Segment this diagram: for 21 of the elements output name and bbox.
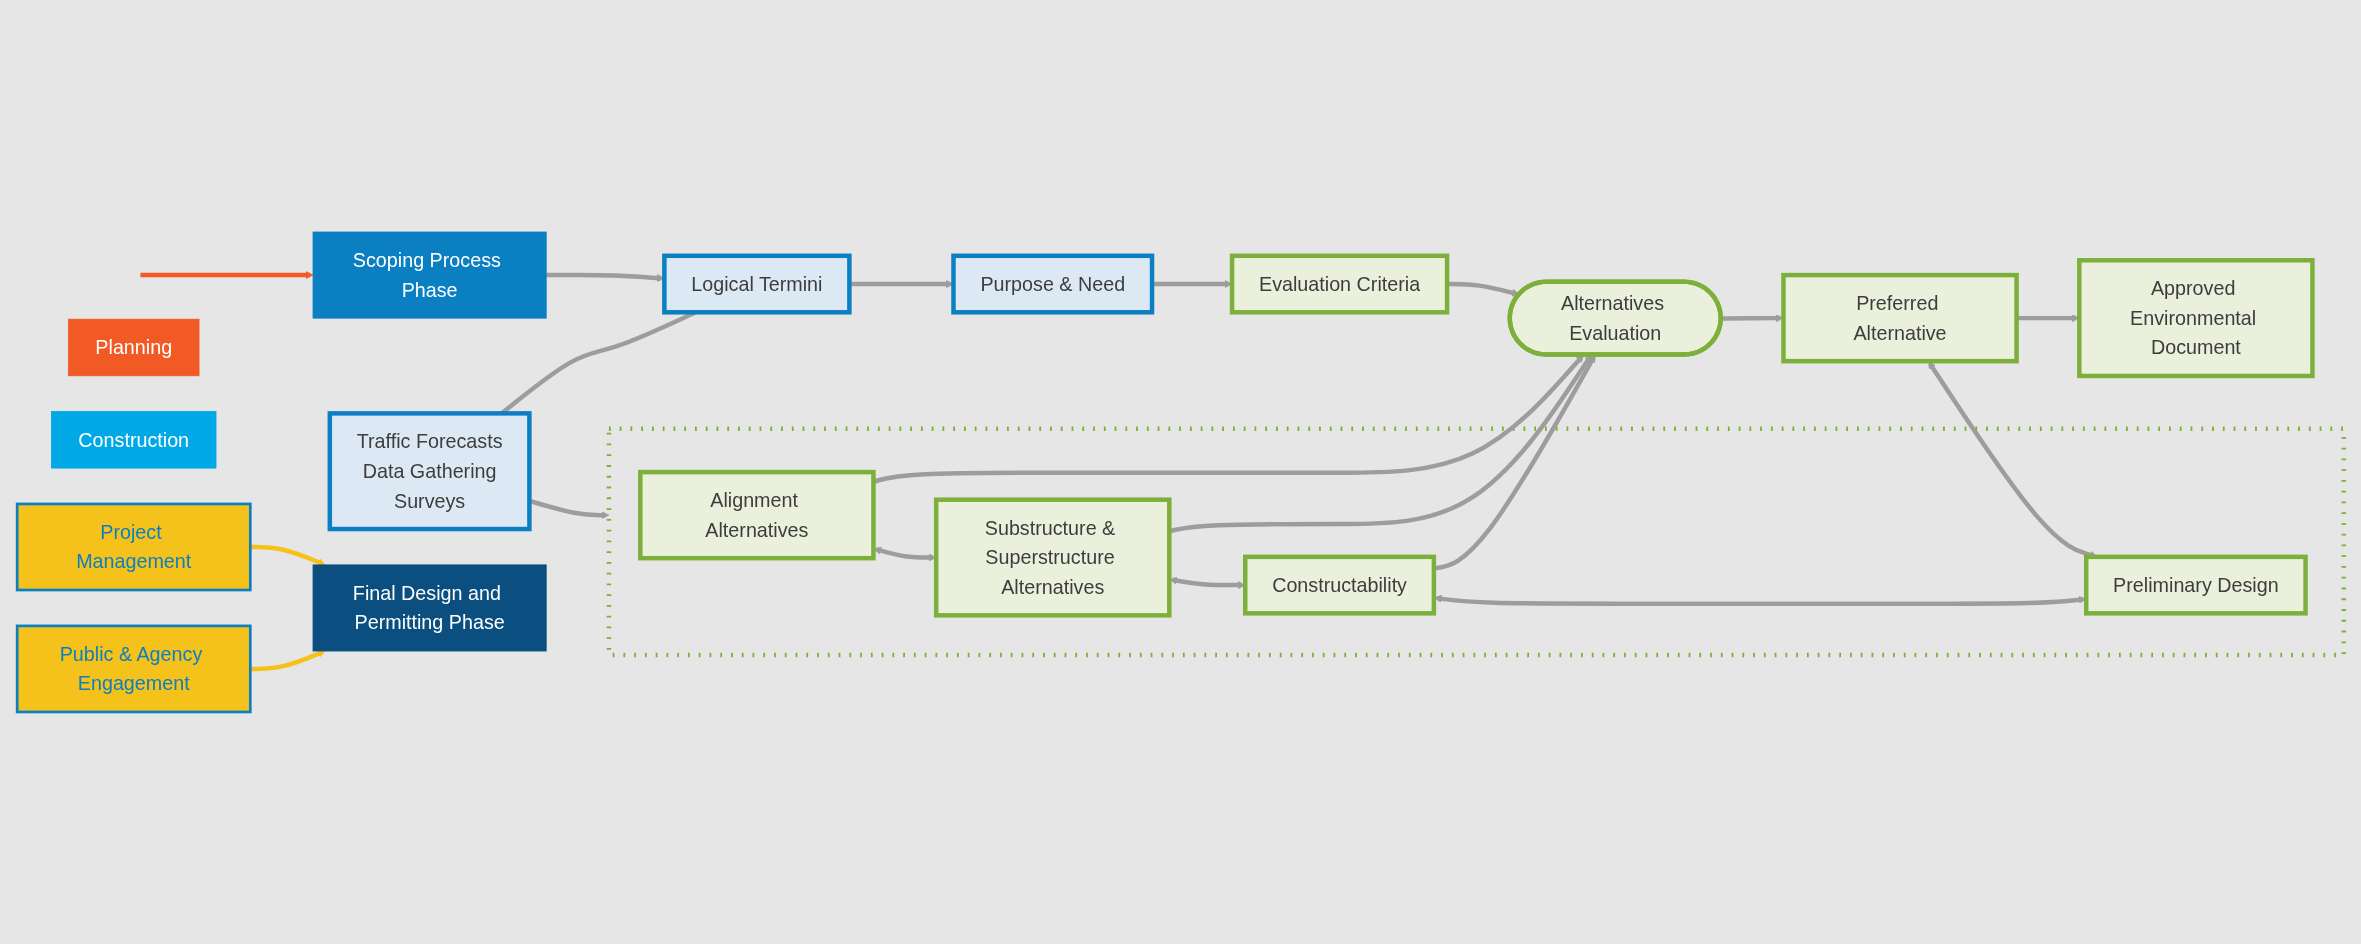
node-box: Logical Termini [662,253,852,315]
node-box: Public & Agency Engagement [15,624,252,714]
node-box: Project Management [15,502,252,592]
node-box: Evaluation Criteria [1229,253,1450,315]
node-box: Approved Environmental Document [2077,258,2315,379]
node-box: Substructure & Superstructure Alternatives [933,497,1172,618]
node-box: Final Design and Permitting Phase [312,564,547,652]
node-box: Traffic Forecasts Data Gathering Surveys [327,411,532,532]
node-box: Preliminary Design [2084,554,2308,616]
arrow [140,271,314,280]
node-box: Constructability [1243,554,1437,616]
arrow [250,544,326,566]
arrow [1152,280,1233,288]
node-box: Scoping Process Phase [312,231,547,319]
node-box: Construction [51,411,217,469]
node-box: Purpose & Need [951,253,1155,315]
node-box: Preferred Alternative [1781,272,2019,364]
node-box: Planning [68,318,200,377]
node-box: Alignment Alternatives [638,469,876,561]
arrow [250,650,326,672]
cluster [606,426,2347,658]
